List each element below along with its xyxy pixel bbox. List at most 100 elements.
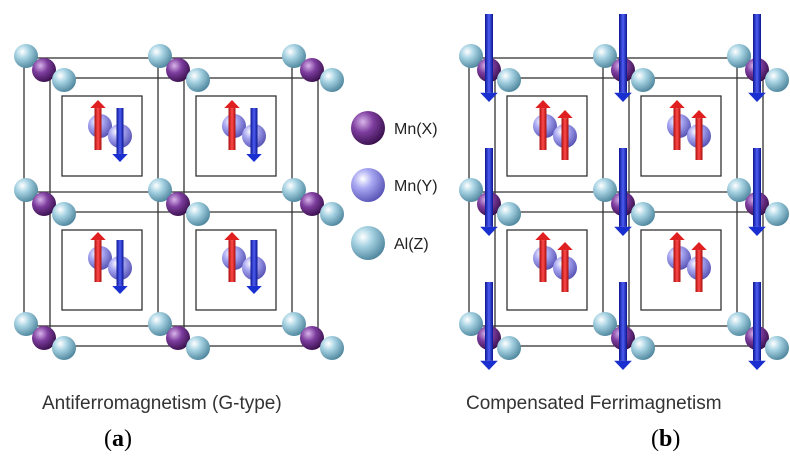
inner-square [61,229,143,311]
spin-down-arrow-head [480,360,498,370]
spin-down-arrow-head [112,153,128,162]
spin-up-arrow [557,110,573,160]
spin-down-arrow [246,108,262,162]
legend-label-mny: Mn(Y) [394,178,438,195]
panel-a-label-open: ( [104,426,112,452]
spin-down-arrow-shaft [619,282,627,361]
inner-square [506,229,588,311]
spin-down-arrow-shaft [485,282,493,361]
inner-square [195,229,277,311]
spin-up-arrow [557,242,573,292]
spin-down-arrow [112,108,128,162]
mnx-atom [32,326,56,350]
panel-a-label-close: ) [124,426,132,452]
al-atom [459,312,483,336]
spin-up-arrow-shaft [94,240,102,282]
al-atom [765,68,789,92]
mnx-atom-swatch [351,111,385,145]
al-atom [320,336,344,360]
panel-b-label-close: ) [672,426,681,452]
spin-down-arrow [614,282,632,370]
al-atom [593,44,617,68]
spin-down-arrow [748,282,766,370]
al-atom [727,178,751,202]
spin-down-arrow-shaft [250,240,258,286]
inner-square [640,95,722,177]
spin-down-arrow-shaft [485,14,493,93]
mnx-atom [166,326,190,350]
spin-down-arrow-head [246,153,262,162]
spin-up-arrow [691,242,707,292]
legend-item-al: Al(Z) [351,226,429,260]
panel-b-label-open: ( [651,426,659,452]
spin-down-arrow-head [480,92,498,102]
mny-atom-swatch [351,168,385,202]
spin-down-arrow [480,282,498,370]
spin-up-arrow-shaft [94,108,102,150]
spin-down-arrow-shaft [485,148,493,227]
spin-up-arrow-head [557,242,573,251]
al-atom [52,336,76,360]
spin-up-arrow-shaft [695,118,703,160]
spin-up-arrow [535,100,551,150]
al-atom [497,202,521,226]
spin-down-arrow-shaft [619,14,627,93]
panel-b-label-letter: b [659,426,673,452]
spin-up-arrow [90,100,106,150]
mnx-atom [166,192,190,216]
al-atom [497,68,521,92]
legend-item-mny: Mn(Y) [351,168,438,202]
spin-down-arrow-head [480,226,498,236]
spin-up-arrow [224,232,240,282]
spin-down-arrow [246,240,262,294]
al-atom [631,68,655,92]
spin-up-arrow-shaft [695,250,703,292]
al-atom [148,178,172,202]
panel-a-antiferromagnetism [14,44,344,360]
spin-up-arrow [691,110,707,160]
al-atom [765,336,789,360]
panel-a-label-letter: a [112,426,124,452]
spin-down-arrow [112,240,128,294]
al-atom [186,202,210,226]
al-atom [320,68,344,92]
al-atom [631,336,655,360]
spin-down-arrow-head [614,226,632,236]
spin-up-arrow-head [691,242,707,251]
spin-down-arrow-shaft [753,148,761,227]
al-atom [593,178,617,202]
spin-up-arrow-head [535,100,551,109]
spin-up-arrow-shaft [539,240,547,282]
al-atom [282,178,306,202]
inner-square [506,95,588,177]
spin-up-arrow-shaft [228,240,236,282]
al-atom [14,178,38,202]
panel-b-label: (b) [651,426,680,453]
spin-down-arrow-head [748,92,766,102]
spin-up-arrow-head [669,232,685,241]
inner-square [61,95,143,177]
al-atom [52,202,76,226]
spin-down-arrow-head [614,360,632,370]
panel-a-label: (a) [104,426,132,453]
al-atom [320,202,344,226]
spin-up-arrow [90,232,106,282]
al-atom [148,312,172,336]
spin-up-arrow-head [535,232,551,241]
spin-up-arrow-shaft [673,240,681,282]
spin-up-arrow [535,232,551,282]
spin-down-arrow-head [748,360,766,370]
spin-down-arrow [748,14,766,102]
spin-up-arrow-head [90,232,106,241]
spin-up-arrow-head [224,232,240,241]
mnx-atom [166,58,190,82]
al-atom [148,44,172,68]
spin-up-arrow-head [557,110,573,119]
spin-down-arrow-shaft [116,108,124,154]
mnx-atom [300,192,324,216]
spin-down-arrow [480,14,498,102]
spin-down-arrow [614,14,632,102]
spin-up-arrow [669,100,685,150]
spin-down-arrow [748,148,766,236]
spin-down-arrow-shaft [116,240,124,286]
